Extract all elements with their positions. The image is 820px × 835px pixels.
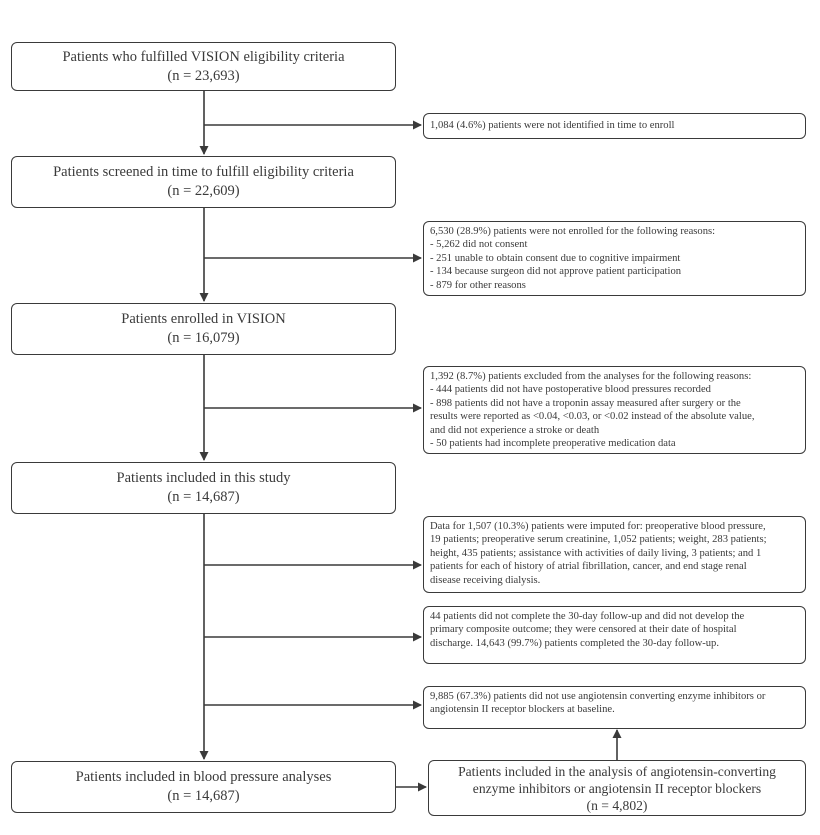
box-no-acei: 9,885 (67.3%) patients did not use angio… [423, 686, 806, 729]
box-screened: Patients screened in time to fulfill eli… [11, 156, 396, 208]
screened-count: (n = 22,609) [167, 183, 240, 199]
acei-line-2: enzyme inhibitors or angiotensin II rece… [472, 780, 762, 796]
bp-count: (n = 14,687) [167, 788, 240, 804]
no-acei-line: angiotensin II receptor blockers at base… [430, 704, 615, 716]
excluded-item: - 50 patients had incomplete preoperativ… [430, 438, 676, 450]
eligible-title: Patients who fulfilled VISION eligibilit… [62, 48, 345, 65]
no-acei-line: 9,885 (67.3%) patients did not use angio… [430, 691, 766, 702]
imputed-line: Data for 1,507 (10.3%) patients were imp… [430, 521, 766, 532]
screened-title: Patients screened in time to fulfill eli… [53, 164, 354, 180]
box-acei-analysis: Patients included in the analysis of ang… [428, 760, 806, 816]
not-enrolled-header: 6,530 (28.9%) patients were not enrolled… [430, 226, 716, 237]
included-count: (n = 14,687) [167, 489, 240, 505]
imputed-line: patients for each of history of atrial f… [430, 561, 747, 573]
excluded-item: - 444 patients did not have postoperativ… [430, 384, 711, 396]
box-imputed: Data for 1,507 (10.3%) patients were imp… [423, 516, 806, 593]
excluded-item: results were reported as <0.04, <0.03, o… [430, 411, 755, 423]
box-excluded: 1,392 (8.7%) patients excluded from the … [423, 366, 806, 454]
excluded-header: 1,392 (8.7%) patients excluded from the … [430, 371, 752, 382]
imputed-line: disease receiving dialysis. [430, 574, 541, 586]
bp-title: Patients included in blood pressure anal… [75, 769, 332, 785]
excluded-item: - 898 patients did not have a troponin a… [430, 397, 741, 409]
box-not-identified: 1,084 (4.6%) patients were not identifie… [423, 113, 806, 139]
not-enrolled-item: - 251 unable to obtain consent due to co… [430, 252, 681, 264]
followup-line: primary composite outcome; they were cen… [430, 624, 737, 636]
box-eligible: Patients who fulfilled VISION eligibilit… [11, 42, 396, 91]
acei-count: (n = 4,802) [586, 797, 648, 813]
imputed-line: 19 patients; preoperative serum creatini… [430, 534, 767, 546]
enrolled-count: (n = 16,079) [167, 330, 240, 346]
not-enrolled-item: - 5,262 did not consent [430, 239, 528, 251]
included-title: Patients included in this study [116, 470, 291, 486]
enrolled-title: Patients enrolled in VISION [121, 311, 286, 327]
box-followup: 44 patients did not complete the 30-day … [423, 606, 806, 664]
acei-line-1: Patients included in the analysis of ang… [458, 763, 776, 779]
eligible-count: (n = 23,693) [167, 67, 240, 84]
box-included: Patients included in this study (n = 14,… [11, 462, 396, 514]
imputed-line: height, 435 patients; assistance with ac… [430, 547, 762, 559]
box-not-enrolled: 6,530 (28.9%) patients were not enrolled… [423, 221, 806, 296]
excluded-item: and did not experience a stroke or death [430, 424, 600, 436]
not-enrolled-item: - 879 for other reasons [430, 279, 526, 291]
not-enrolled-item: - 134 because surgeon did not approve pa… [430, 266, 682, 278]
followup-line: 44 patients did not complete the 30-day … [430, 611, 745, 622]
box-bp-analyses: Patients included in blood pressure anal… [11, 761, 396, 813]
followup-line: discharge. 14,643 (99.7%) patients compl… [430, 637, 720, 649]
not-identified-text: 1,084 (4.6%) patients were not identifie… [430, 120, 675, 132]
box-enrolled: Patients enrolled in VISION (n = 16,079) [11, 303, 396, 355]
